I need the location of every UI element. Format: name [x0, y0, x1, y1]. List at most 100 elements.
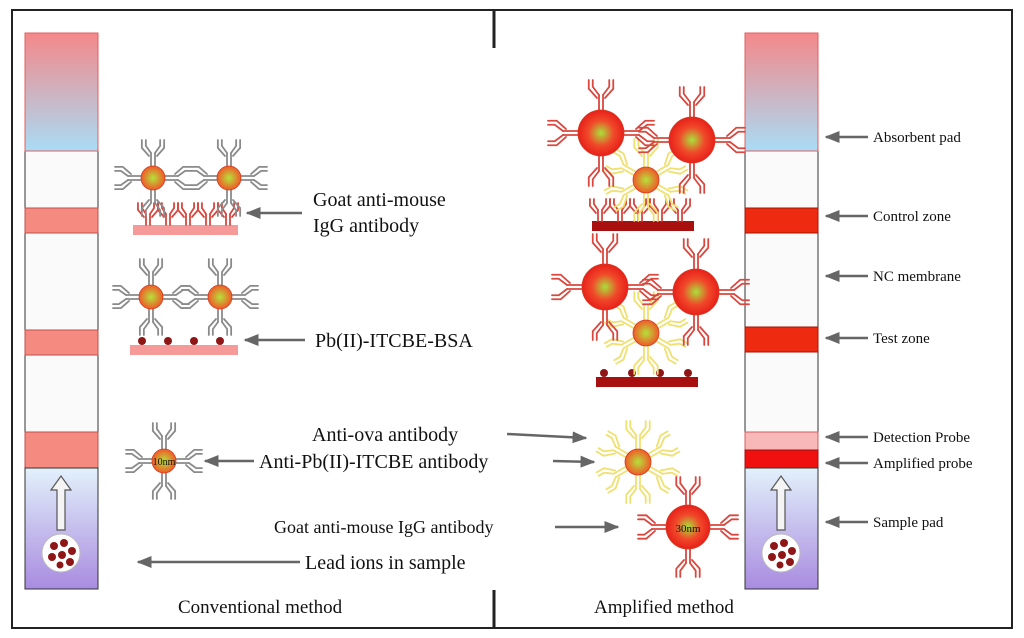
detection-probe-center-antibody: [603, 183, 637, 212]
label-pb-bsa: Pb(II)-ITCBE-BSA: [315, 330, 473, 352]
gold-probe-antibody: [112, 284, 140, 310]
amplified-probe-antibody: [642, 278, 674, 306]
gold-probe: [216, 165, 242, 191]
detection-probe-band: [744, 431, 819, 451]
label-anti-pb: Anti-Pb(II)-ITCBE antibody: [259, 451, 488, 473]
arrow-anti-ova: [506, 431, 588, 444]
gold-probe-antibody: [114, 165, 142, 191]
amplified-probe-antibody: [682, 314, 710, 346]
gold-probe-antibody: [216, 139, 242, 167]
gold-probe-antibody: [164, 165, 192, 191]
label-arrows: [136, 131, 868, 568]
gold-probe-antibody: [181, 284, 209, 310]
amplified-probe-antibody: [587, 79, 615, 111]
detection-probe-10nm-antibody: [151, 422, 177, 450]
conjugate-pad: [24, 431, 99, 469]
detection-probe-yellow-antibody: [647, 465, 681, 494]
detection-probe-yellow-antibody: [595, 465, 629, 494]
amplified-probe-30nm-antibody: [637, 514, 667, 540]
amplified-probe-antibody: [591, 233, 619, 265]
amplified-probe-30nm-antibody: [675, 548, 701, 578]
absorbent-pad-right: [744, 32, 819, 152]
arrow-anti-pb-right: [552, 455, 596, 468]
label-test-zone: Test zone: [873, 331, 930, 347]
test-zone-band: [744, 326, 819, 353]
detection-probe-yellow-antibody: [625, 474, 651, 504]
amplified-probe-antibody: [714, 126, 746, 154]
test-dark-dots: [600, 369, 692, 377]
amplified-probe-antibody: [638, 126, 670, 154]
probe-size-10nm: 10nm: [153, 457, 176, 468]
gold-probe-antibody: [138, 258, 164, 286]
pb-bsa-dots: [138, 337, 224, 345]
amplified-probe-30nm: [665, 504, 711, 550]
gold-probe-antibody: [216, 189, 242, 217]
gold-probe-antibody: [240, 165, 268, 191]
detection-probe-10nm-antibody: [175, 448, 203, 474]
amplified-probe-antibody: [591, 309, 619, 341]
detection-probe-10nm-antibody: [125, 448, 153, 474]
flow-arrow-right-icon: [769, 474, 793, 531]
probe-size-30nm: 30nm: [675, 523, 701, 535]
amplified-probe-antibody: [682, 238, 710, 270]
detection-probe-center-antibody: [655, 301, 689, 330]
conventional-strip: [24, 32, 99, 590]
absorbent-pad: [24, 32, 99, 152]
outer-frame: [11, 9, 1013, 629]
goat-igg-bar: [133, 225, 238, 235]
amplified-probe-antibody: [718, 278, 750, 306]
detection-probe-10nm-antibody: [151, 472, 177, 500]
gold-probe: [207, 284, 233, 310]
amplified-probe-antibody: [551, 273, 583, 301]
gold-probe: [140, 165, 166, 191]
label-sample-pad: Sample pad: [873, 515, 944, 531]
gold-probe-antibody: [138, 308, 164, 336]
amplified-probe-30nm-antibody: [709, 514, 739, 540]
label-goat-line2: IgG antibody: [313, 215, 419, 237]
antibody-layer: [112, 79, 750, 578]
label-anti-ova: Anti-ova antibody: [312, 424, 458, 446]
detection-probe-center-antibody: [633, 192, 659, 222]
label-goat-line1: Goat anti-mouse: [313, 189, 446, 211]
amplified-probe-antibody: [678, 162, 706, 194]
control-dark-bar: [592, 221, 694, 231]
label-detection-probe: Detection Probe: [873, 430, 970, 446]
detection-probe-yellow-antibody: [625, 420, 651, 450]
amplified-probe: [668, 116, 716, 164]
label-goat-single: Goat anti-mouse IgG antibody: [274, 517, 493, 537]
detection-probe-yellow: [624, 448, 652, 476]
gold-probe-antibody: [207, 308, 233, 336]
amplified-probe-band: [744, 449, 819, 469]
label-control-zone: Control zone: [873, 209, 951, 225]
gold-probe-antibody: [231, 284, 259, 310]
label-nc-membrane: NC membrane: [873, 269, 961, 285]
control-zone-band: [744, 207, 819, 234]
lead-ion-cluster-right: [768, 539, 796, 569]
detection-probe-yellow-antibody: [595, 430, 629, 459]
amplified-probe-30nm-antibody: [675, 476, 701, 506]
label-absorbent-pad: Absorbent pad: [873, 130, 961, 146]
caption-amplified: Amplified method: [594, 597, 734, 618]
amplified-probe-antibody: [623, 119, 655, 147]
test-band: [24, 329, 99, 356]
goat-igg-antibody-right: [589, 198, 611, 222]
amplified-probe-antibody: [547, 119, 579, 147]
goat-igg-antibody: [197, 202, 219, 226]
detection-probe-center: [632, 166, 660, 194]
caption-conventional: Conventional method: [178, 597, 343, 618]
detection-probe-10nm: [151, 448, 177, 474]
amplified-probe: [672, 268, 720, 316]
lead-ion-cluster: [48, 539, 76, 569]
gold-probe-antibody: [190, 165, 218, 191]
detection-probe-center: [632, 319, 660, 347]
label-lead-ions: Lead ions in sample: [305, 552, 466, 574]
flow-arrow-icon: [49, 474, 73, 531]
goat-igg-antibody-right: [629, 198, 651, 222]
test-dark-bar: [596, 377, 698, 387]
detection-probe-yellow-antibody: [647, 430, 681, 459]
amplified-probe-antibody: [678, 86, 706, 118]
amplified-probe-antibody: [587, 155, 615, 187]
pb-bsa-bar: [130, 345, 238, 355]
